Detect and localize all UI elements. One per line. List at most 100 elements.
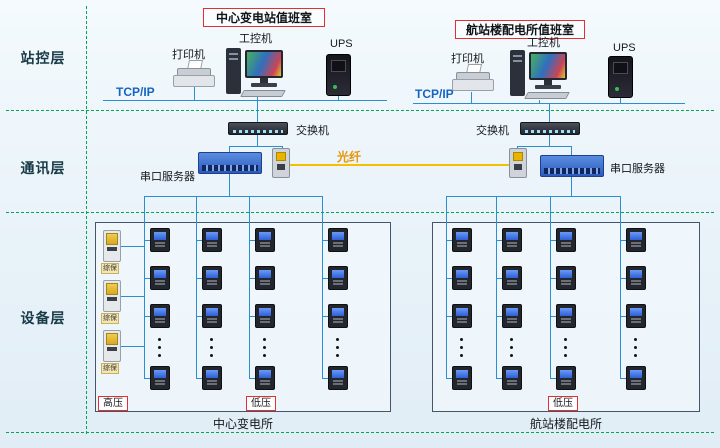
meter-stub-line [446,278,452,279]
meter-stub-line [322,278,328,279]
power-meter-icon [328,266,348,290]
meter-stub-line [446,378,452,379]
ellipsis-dot [263,346,266,349]
power-meter-icon [150,228,170,252]
meter-stub-line [196,378,202,379]
meter-stub-line [620,240,626,241]
meter-trunk-line [620,196,621,378]
power-meter-icon [452,228,472,252]
power-meter-icon [202,366,222,390]
meter-stub-line [550,240,556,241]
meter-stub-line [196,240,202,241]
relay-stub-line [121,296,144,297]
meter-stub-line [496,278,502,279]
left-switch-down-line [257,135,258,146]
layer-separator-vertical [86,6,87,434]
power-meter-icon [328,304,348,328]
left-room-title: 中心变电站值班室 [203,8,325,27]
high-voltage-tag: 高压 [98,396,128,411]
protection-relay-icon [103,330,121,362]
left-switch-tee-line [229,146,283,147]
protection-relay-icon [103,230,121,262]
power-meter-icon [255,228,275,252]
ellipsis-dot [634,346,637,349]
power-meter-icon [626,266,646,290]
layer-separator-station-comm [6,110,714,111]
left-substation-name: 中心变电所 [212,417,273,431]
meter-trunk-line [249,196,250,378]
ellipsis-dot [634,354,637,357]
meter-stub-line [550,316,556,317]
power-meter-icon [328,366,348,390]
right-switch-label: 交换机 [476,125,509,137]
right-printer-label: 打印机 [451,53,484,65]
meter-stub-line [144,316,150,317]
meter-stub-line [496,240,502,241]
meter-trunk-line [550,196,551,378]
layer-label-device: 设备层 [20,310,66,326]
ellipsis-dot [210,354,213,357]
meter-stub-line [249,278,255,279]
ellipsis-dot [158,354,161,357]
power-meter-icon [202,266,222,290]
protection-relay-label: 综保 [101,313,119,324]
meter-stub-line [620,278,626,279]
ups-icon [608,56,633,98]
left-pc-drop-line [257,97,258,100]
meter-stub-line [144,240,150,241]
right-pc-drop-line [539,100,540,103]
right-tcpip-label: TCP/IP [415,87,454,101]
left-ups-drop-line [338,96,339,100]
power-meter-icon [502,366,522,390]
ellipsis-dot [263,354,266,357]
right-printer-drop-line [471,92,472,103]
right-ups-drop-line [620,98,621,103]
meter-stub-line [322,240,328,241]
power-meter-icon [150,304,170,328]
layer-separator-bottom [6,432,714,433]
ellipsis-dot [336,354,339,357]
protection-relay-label: 综保 [101,363,119,374]
ellipsis-dot [158,338,161,341]
layer-label-station-control: 站控层 [20,50,66,66]
power-meter-icon [255,266,275,290]
meter-stub-line [144,378,150,379]
low-voltage-tag: 低压 [548,396,578,411]
power-meter-icon [502,266,522,290]
meter-stub-line [496,316,502,317]
left-serial-server-label: 串口服务器 [140,171,195,183]
power-meter-icon [502,304,522,328]
ellipsis-dot [634,338,637,341]
power-meter-icon [452,366,472,390]
meter-stub-line [249,316,255,317]
meter-stub-line [196,278,202,279]
fiber-optic-line [290,164,509,166]
right-serial-feed-line [571,146,572,155]
ellipsis-dot [336,346,339,349]
meter-stub-line [144,278,150,279]
right-switch-down-line [549,135,550,146]
power-meter-icon [328,228,348,252]
ethernet-switch-icon [520,122,580,135]
meter-stub-line [249,378,255,379]
power-meter-icon [255,366,275,390]
right-serial-down-line [571,177,572,196]
power-meter-icon [626,228,646,252]
layer-label-communication: 通讯层 [20,160,66,176]
ethernet-switch-icon [228,122,288,135]
right-converter-feed-line [517,146,518,148]
power-meter-icon [452,304,472,328]
left-printer-drop-line [194,87,195,100]
power-meter-icon [556,228,576,252]
power-meter-icon [556,304,576,328]
protection-relay-label: 综保 [101,263,119,274]
meter-trunk-line [446,196,447,378]
ellipsis-dot [210,346,213,349]
fiber-converter-icon [509,148,527,178]
left-collector-line [144,196,323,197]
layer-separator-comm-device [6,212,714,213]
meter-stub-line [446,316,452,317]
left-ups-label: UPS [330,38,353,50]
right-collector-line [446,196,621,197]
power-meter-icon [626,366,646,390]
